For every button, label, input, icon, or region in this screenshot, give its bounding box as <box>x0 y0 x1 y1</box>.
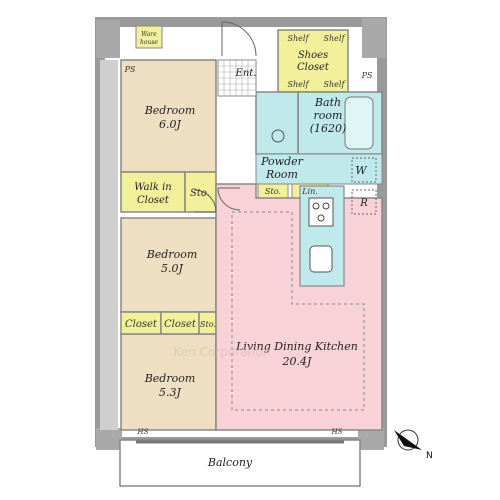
svg-text:N: N <box>426 451 433 461</box>
shelf-br: Shelf <box>324 80 347 89</box>
bedroom-bottom-area <box>120 333 217 431</box>
bathtub <box>344 96 374 150</box>
burner-1 <box>312 202 320 210</box>
storage-bed2-label: Sto. <box>200 320 216 329</box>
storage-bed1-label: Sto. <box>190 188 210 199</box>
compass-icon: N <box>394 429 433 461</box>
ps-right-label: PS <box>361 71 373 80</box>
washer-label: W <box>355 164 368 177</box>
fridge-box <box>351 189 377 215</box>
column-bottom-left <box>96 428 122 450</box>
bedroom-top-size: 6.0J <box>159 118 181 131</box>
sink <box>271 129 285 143</box>
ldk-name: Living Dining Kitchen <box>235 340 358 353</box>
stove <box>308 197 334 227</box>
ldk-door-arc <box>217 187 241 211</box>
warehouse-line-1: Ware <box>141 31 157 38</box>
shelf-bl: Shelf <box>288 80 311 89</box>
warehouse-area <box>135 25 163 49</box>
bath-size: (1620) <box>310 122 347 135</box>
hs-right-label: HS <box>331 428 343 436</box>
bath-name-2: room <box>314 109 343 122</box>
ldk-area <box>215 183 383 431</box>
ldk-dashed-outline <box>231 211 365 411</box>
powder-name-2: Room <box>265 168 298 181</box>
shoes-closet-area <box>277 29 349 93</box>
column-top-right <box>362 18 386 58</box>
linen-label: Lin. <box>301 187 318 196</box>
walkin-line-1: Walk in <box>134 182 171 193</box>
ldk-size: 20.4J <box>282 355 312 368</box>
fridge-label: R <box>359 198 368 209</box>
watermark: Ken Corporation <box>174 345 271 359</box>
shoes-line-2: Closet <box>297 62 330 73</box>
entrance-door-arc <box>221 21 257 57</box>
entrance-tiles <box>217 59 257 97</box>
entrance-label: Ent. <box>235 68 257 79</box>
washer-box <box>351 157 377 183</box>
balcony-label: Balcony <box>207 456 253 469</box>
bedroom-mid-area <box>120 217 217 313</box>
bedroom-top-area <box>120 59 217 173</box>
hs-left-label: HS <box>137 428 149 436</box>
shelf-tl: Shelf <box>288 34 311 43</box>
column-bottom-right <box>358 428 384 450</box>
balcony-area <box>119 439 361 487</box>
column-top-left <box>96 20 120 58</box>
walkin-closet-area <box>120 171 186 213</box>
powder-lower-area <box>255 153 383 185</box>
burner-3 <box>317 214 325 222</box>
closet-1-label: Closet <box>125 319 158 330</box>
shoes-line-1: Shoes <box>298 50 328 61</box>
bedroom-door-arc <box>193 189 217 213</box>
bedroom-bottom-name: Bedroom <box>144 372 196 385</box>
left-wall-band <box>100 60 118 430</box>
shelf-tr: Shelf <box>324 34 347 43</box>
closet-2-label: Closet <box>164 319 197 330</box>
storage-bed1-area <box>184 171 217 213</box>
storage-hall-label: Sto. <box>265 187 281 196</box>
ps-left-label: PS <box>124 65 136 74</box>
bedroom-bottom-size: 5.3J <box>159 386 181 399</box>
powder-room-area <box>255 91 299 155</box>
bedroom-top-name: Bedroom <box>144 104 196 117</box>
warehouse-line-2: house <box>140 39 158 46</box>
walkin-line-2: Closet <box>137 195 170 206</box>
bedroom-mid-name: Bedroom <box>146 248 198 261</box>
burner-2 <box>322 202 330 210</box>
kitchen-sink <box>309 245 333 273</box>
bedroom-mid-size: 5.0J <box>161 262 183 275</box>
powder-name-1: Powder <box>260 155 304 168</box>
bath-name-1: Bath <box>314 96 341 109</box>
